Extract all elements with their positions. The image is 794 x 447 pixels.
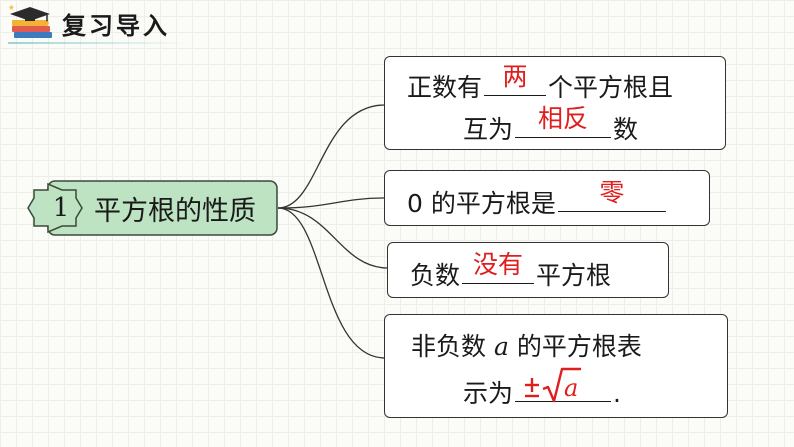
box1-text-after: 个平方根且 — [548, 73, 674, 102]
box3-blank: 没有 — [462, 250, 535, 284]
header-underline — [8, 42, 188, 44]
box3-text-after: 平方根 — [536, 261, 612, 290]
box4-text-before: 非负数 — [411, 332, 487, 361]
box3-answer: 没有 — [473, 250, 524, 279]
sqrt-variable: a — [564, 374, 578, 402]
connector-1 — [277, 104, 386, 209]
number-badge-shape — [27, 182, 83, 234]
main-topic-number: 1 — [52, 193, 70, 223]
plus-minus-sqrt-a-answer: a — [525, 367, 582, 403]
main-topic-node: 1 平方根的性质 — [22, 180, 278, 236]
box2-text-before: 0 的平方根是 — [407, 189, 556, 218]
graduation-cap-books-icon — [8, 4, 52, 38]
box1-answer-2: 相反 — [538, 104, 589, 133]
box1-blank-2: 相反 — [515, 104, 612, 138]
property-box-3: 负数没有平方根 — [387, 242, 669, 298]
property-box-1: 正数有两个平方根且 互为相反数 — [384, 56, 726, 150]
box4-variable: a — [493, 332, 509, 361]
box2-line: 0 的平方根是 零 — [407, 178, 668, 220]
box4-line2-after: . — [613, 379, 621, 408]
box3-text-before: 负数 — [410, 261, 461, 290]
box3-line: 负数没有平方根 — [410, 250, 612, 292]
box1-line2-before: 互为 — [463, 115, 514, 144]
main-topic-label: 平方根的性质 — [94, 196, 256, 227]
box2-answer: 零 — [599, 178, 625, 207]
box4-text-after: 的平方根表 — [516, 332, 642, 361]
property-box-4: 非负数 a 的平方根表 示为 a . — [384, 314, 728, 418]
box1-line2-after: 数 — [613, 115, 639, 144]
box2-blank: 零 — [557, 178, 666, 212]
box4-line2-before: 示为 — [463, 379, 514, 408]
section-header: 复习导入 — [0, 0, 220, 44]
box1-text-before: 正数有 — [407, 73, 483, 102]
header-title: 复习导入 — [62, 12, 170, 40]
property-box-2: 0 的平方根是 零 — [384, 170, 710, 226]
box1-line2: 互为相反数 — [463, 104, 639, 146]
box4-blank: a — [515, 367, 612, 403]
box4-line2: 示为 a . — [463, 367, 621, 410]
box4-line1: 非负数 a 的平方根表 — [411, 327, 642, 363]
connector-2 — [277, 197, 386, 209]
main-node-shape — [27, 180, 278, 236]
connector-4 — [277, 207, 386, 359]
box1-line1: 正数有两个平方根且 — [407, 62, 674, 104]
box1-answer-1: 两 — [502, 62, 528, 91]
box1-blank-1: 两 — [484, 62, 547, 96]
connector-3 — [277, 207, 389, 269]
